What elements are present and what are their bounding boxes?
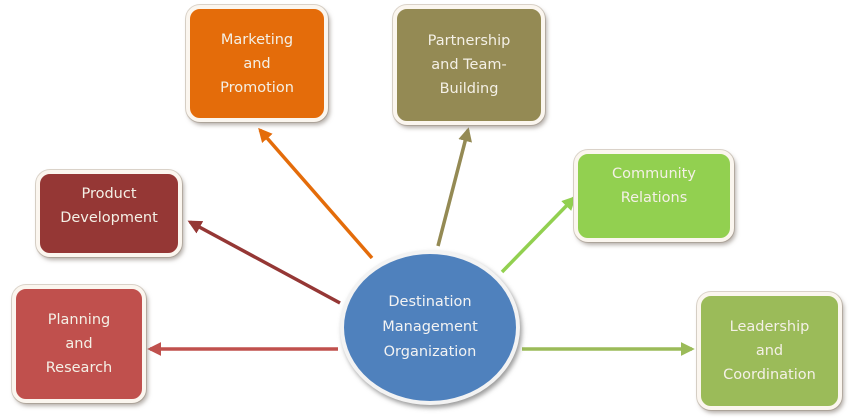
- arrow-marketing: [258, 127, 374, 260]
- center-label: Destination Management Organization: [382, 294, 478, 360]
- node-product-development: Product Development: [36, 170, 182, 257]
- arrow-product: [187, 220, 341, 305]
- node-label: Marketing and Promotion: [220, 31, 294, 96]
- node-label: Planning and Research: [45, 312, 113, 376]
- node-community-relations: Community Relations: [574, 150, 734, 242]
- node-leadership-and-coordination: Leadership and Coordination: [697, 292, 842, 410]
- arrow-community: [500, 195, 576, 274]
- arrow-partnership: [436, 127, 472, 247]
- node-label: Product Development: [60, 186, 158, 226]
- center-node-destination-management-organization: Destination Management Organization: [340, 250, 520, 405]
- node-label: Leadership and Coordination: [723, 319, 816, 383]
- node-partnership-and-team-building: Partnership and Team- Building: [393, 5, 545, 125]
- node-label: Community Relations: [612, 166, 696, 206]
- node-planning-and-research: Planning and Research: [12, 285, 146, 403]
- node-marketing-and-promotion: Marketing and Promotion: [186, 5, 328, 122]
- node-label: Partnership and Team- Building: [427, 33, 511, 97]
